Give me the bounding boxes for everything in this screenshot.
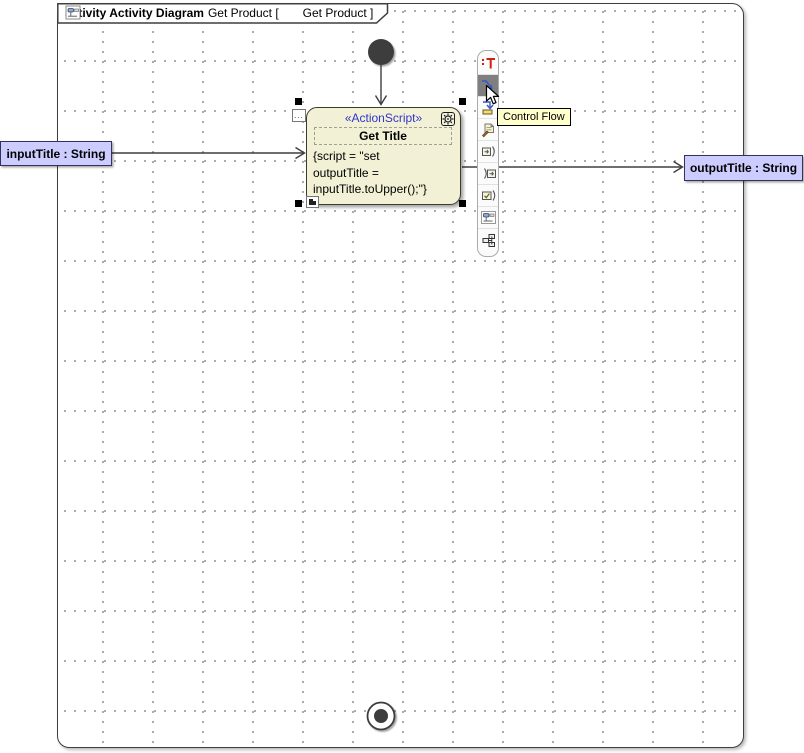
- comment-button[interactable]: [478, 119, 498, 141]
- action-name: Get Title: [314, 127, 452, 145]
- output-parameter-node[interactable]: outputTitle : String: [684, 155, 803, 181]
- selection-handle-top-right[interactable]: [459, 98, 466, 105]
- selection-handle-bottom-left[interactable]: [295, 200, 302, 207]
- input-pin-button[interactable]: [478, 141, 498, 163]
- action-node[interactable]: «ActionScript» Get Title {script = "set …: [306, 107, 461, 205]
- input-parameter-node[interactable]: inputTitle : String: [0, 141, 112, 166]
- frame-header-tab[interactable]: activity Activity Diagram Get Product [ …: [57, 3, 389, 24]
- tooltip-text: Control Flow: [503, 111, 565, 123]
- output-pin-button[interactable]: [478, 163, 498, 185]
- value-pin-button[interactable]: [478, 185, 498, 207]
- show-pins-button[interactable]: [306, 196, 319, 208]
- action-stereotype: «ActionScript»: [344, 111, 423, 125]
- object-flow-button[interactable]: [478, 97, 498, 119]
- text-tool-button[interactable]: [478, 53, 498, 75]
- input-parameter-label: inputTitle : String: [6, 146, 106, 161]
- gear-icon[interactable]: [441, 112, 455, 126]
- diagram-button[interactable]: [478, 207, 498, 229]
- selection-handle-top-left[interactable]: [295, 98, 302, 105]
- frame-kind-label: activity Activity Diagram: [65, 6, 204, 20]
- structured-node-button[interactable]: [478, 229, 498, 251]
- smart-manipulator-toolbar: [477, 50, 499, 257]
- compartments-button[interactable]: ...: [292, 109, 306, 122]
- output-parameter-label: outputTitle : String: [689, 161, 798, 175]
- tooltip: Control Flow: [497, 108, 571, 126]
- frame-context-label: Get Product [: [207, 6, 279, 20]
- action-script-body: {script = "set outputTitle = inputTitle.…: [313, 149, 427, 196]
- pin-glyph-icon: [309, 199, 316, 205]
- frame-ref-label: Get Product ]: [302, 6, 374, 20]
- selection-handle-bottom-right[interactable]: [459, 200, 466, 207]
- activity-diagram-icon: [65, 5, 299, 21]
- mouse-cursor-icon: [485, 84, 502, 112]
